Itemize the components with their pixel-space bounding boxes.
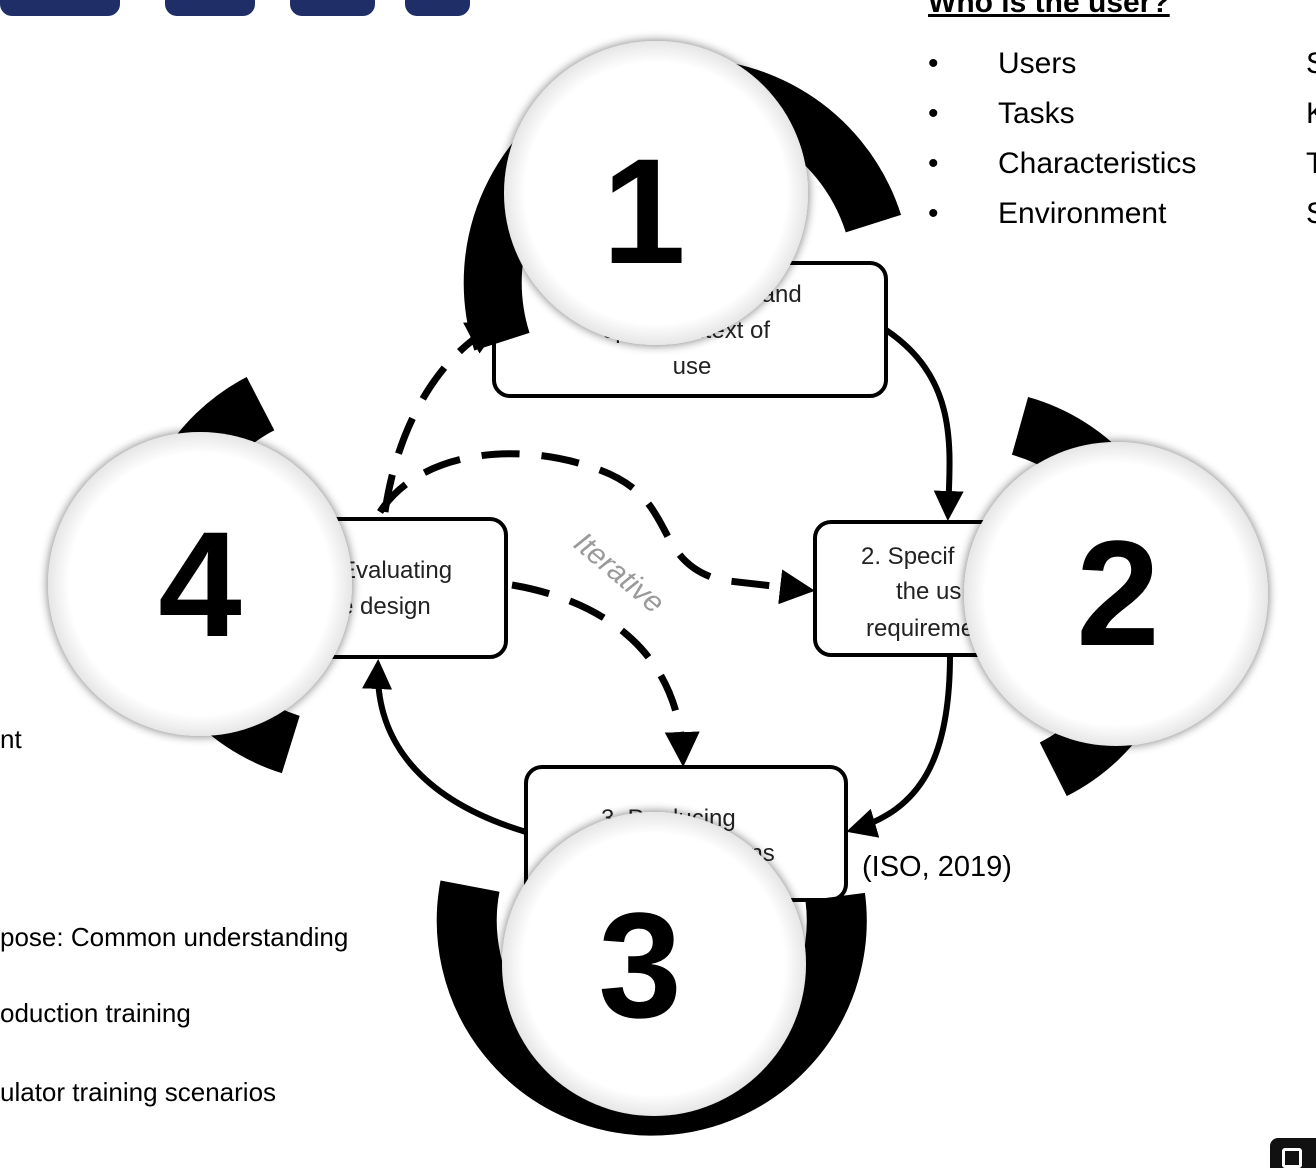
box-line: e design — [340, 593, 431, 620]
arrow-iterative-loop-to-requirements — [377, 450, 815, 605]
badge-number: 4 — [158, 500, 241, 668]
box-line: the us — [896, 578, 961, 605]
list-item: S — [1306, 194, 1316, 244]
slide-title-fragment — [0, 0, 470, 16]
box-line: 2. Specif — [861, 543, 955, 570]
step-badge-1: 1 — [463, 41, 902, 351]
left-fragment: oduction training — [0, 998, 191, 1028]
arrow-solutions-to-evaluating — [362, 659, 527, 835]
step-badge-4: 4 — [48, 376, 352, 774]
who-is-the-user-heading: Who is the user? — [928, 0, 1170, 19]
arrow-context-to-requirements — [884, 327, 964, 521]
svg-text:2. Specif the us r: 2. Specif the us requireme — [861, 543, 974, 642]
box-line: Evaluating — [340, 557, 452, 584]
arrow-requirements-to-solutions — [846, 654, 953, 838]
cropped-right-column: S K T S — [1306, 44, 1316, 244]
step-badge-2: 2 — [964, 397, 1268, 797]
iso-citation: (ISO, 2019) — [862, 851, 1012, 883]
badge-number: 2 — [1076, 509, 1159, 677]
box-line: use — [673, 353, 712, 380]
left-fragment: pose: Common understanding — [0, 922, 349, 952]
left-fragment: nt — [0, 724, 22, 754]
box-line: requireme — [866, 615, 974, 642]
solid-cycle-arrows — [362, 327, 964, 838]
left-fragment: ulator training scenarios — [0, 1077, 277, 1107]
list-item: K — [1306, 94, 1316, 144]
badge-number: 3 — [598, 881, 681, 1049]
slide-logo-icon — [1270, 1138, 1316, 1168]
list-item: T — [1306, 147, 1316, 180]
step-badge-3: 3 — [436, 812, 867, 1136]
arrow-evaluating-to-solutions — [511, 581, 700, 767]
svg-text:Evaluating e design: Evaluating e design — [340, 557, 459, 620]
list-item: S — [1306, 44, 1316, 94]
badge-number: 1 — [602, 127, 685, 295]
